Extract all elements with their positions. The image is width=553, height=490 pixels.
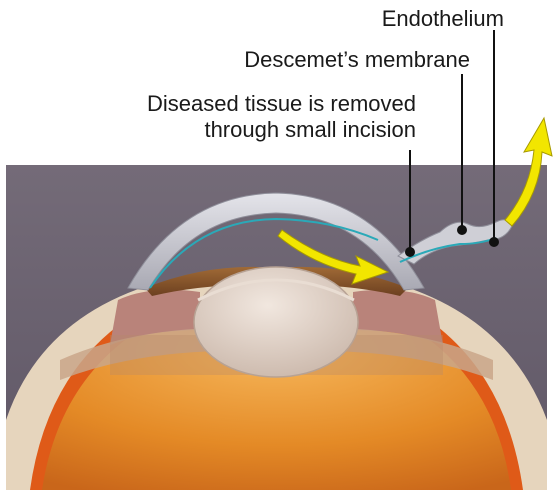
leader-dot-endothelium	[489, 237, 499, 247]
label-diseased-tissue-line1: Diseased tissue is removed	[147, 91, 416, 117]
label-group: Endothelium Descemet’s membrane Diseased…	[0, 0, 553, 160]
leader-dot-incision	[405, 247, 415, 257]
leader-dot-descemet	[457, 225, 467, 235]
label-diseased-tissue-line2: through small incision	[204, 117, 416, 143]
label-descemet-membrane: Descemet’s membrane	[244, 47, 470, 73]
lens	[194, 267, 358, 377]
label-endothelium: Endothelium	[382, 6, 504, 32]
